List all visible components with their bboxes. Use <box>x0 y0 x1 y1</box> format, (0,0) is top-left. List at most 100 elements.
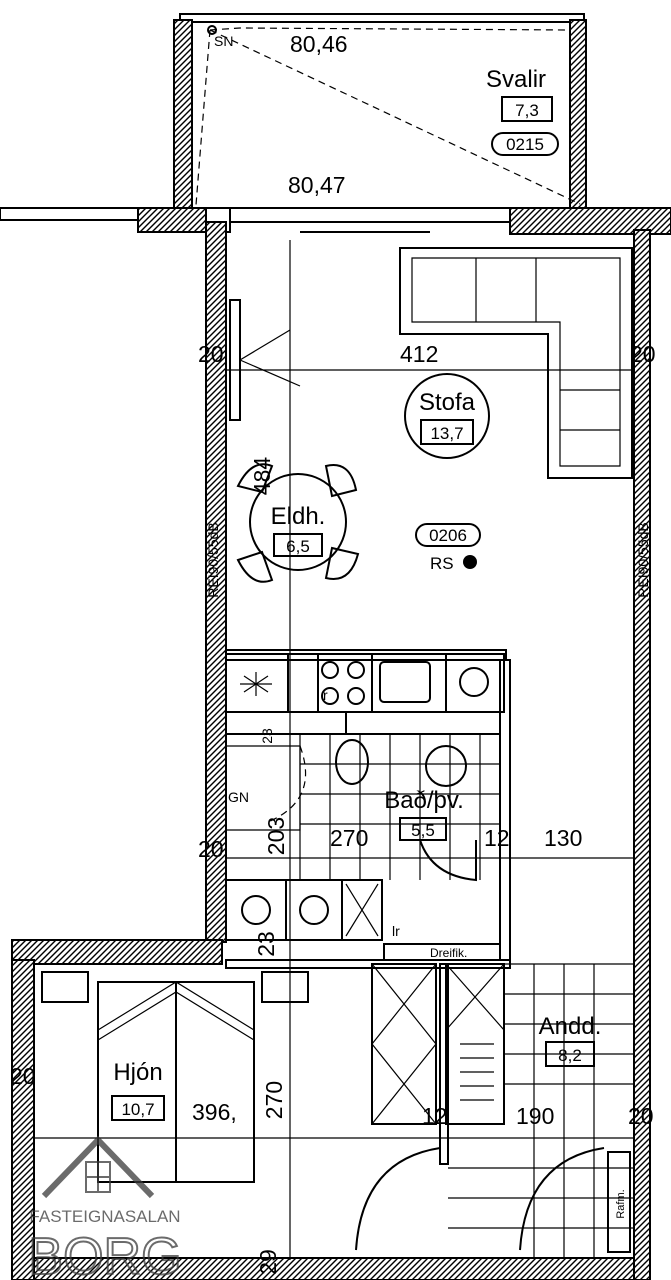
partition-hjon-andd <box>439 963 449 1165</box>
nightstand-right <box>261 971 309 1003</box>
wall-12-b-dimension: 12 <box>422 1103 448 1129</box>
wall-right <box>633 229 651 1280</box>
svalir-area: 7,3 <box>515 101 539 120</box>
chair-icon <box>324 546 360 580</box>
stofa-circle <box>404 373 490 459</box>
wardrobe-left <box>371 963 437 1125</box>
svalir-name: Svalir <box>486 66 546 93</box>
fire-rating-left: REI90/55dB <box>205 522 221 598</box>
balcony-dash-top <box>209 27 571 31</box>
stove-burner-icon <box>347 687 365 705</box>
balcony-right-wall <box>569 19 587 209</box>
watermark: FASTEIGNASALAN BORG <box>27 1135 183 1280</box>
andd-area: 8,2 <box>558 1046 582 1065</box>
smoke-detector-icon <box>463 555 477 569</box>
sn-bath-label: GN <box>228 789 249 805</box>
wall-top-segment-1 <box>137 207 207 233</box>
left-wall-3-dimension: 20 <box>10 1063 36 1089</box>
bathroom <box>226 733 500 882</box>
watermark-line1: FASTEIGNASALAN <box>29 1207 180 1226</box>
bath-depth-dimension: 203 <box>263 817 289 855</box>
wall-23-a-dimension: 23 <box>259 728 275 744</box>
chair-icon <box>324 464 358 498</box>
fridge-icon <box>240 672 272 696</box>
wall-bottom <box>33 1257 635 1280</box>
wardrobes <box>371 963 505 1125</box>
bad-name: Bað/þv. <box>384 787 464 814</box>
kitchen-counter <box>225 653 505 713</box>
balcony-left-wall <box>173 19 193 209</box>
kitchen-upper-strip <box>225 711 347 735</box>
wall-23-b-dimension: 23 <box>253 931 279 957</box>
double-bed <box>41 971 309 1183</box>
house-logo-icon <box>41 1135 155 1199</box>
hjon-depth-dimension: 270 <box>261 1081 287 1119</box>
balcony-dash-diagonal <box>209 29 581 205</box>
entrance-door-swing <box>519 1147 605 1251</box>
left-wall-1-dimension: 20 <box>198 341 224 367</box>
dreifik-label: Dreifik. <box>430 946 467 960</box>
wall-12-a-dimension: 12 <box>484 825 510 851</box>
stofa-depth-dimension: 484 <box>249 457 275 496</box>
bad-area: 5,5 <box>411 821 435 840</box>
eldh-area: 6,5 <box>286 537 310 556</box>
hjon-width-dimension: 396, <box>192 1099 237 1125</box>
balcony-top-dimension: 80,46 <box>290 31 348 57</box>
stofa-code: 0206 <box>429 526 467 545</box>
wardrobe-right <box>445 963 505 1125</box>
stofa-width-dimension: 412 <box>400 341 438 367</box>
electrical-panel <box>607 1151 631 1253</box>
sofa-outline <box>399 247 633 479</box>
eldh-name: Eldh. <box>271 503 326 530</box>
dryer-icon <box>299 895 329 925</box>
hjon-name: Hjón <box>113 1059 162 1086</box>
kitchen <box>225 653 505 735</box>
stove-burner-icon <box>321 661 339 679</box>
left-wall-2-dimension: 20 <box>198 836 224 862</box>
wall-left-lower <box>11 959 35 1280</box>
balcony-bottom-dimension: 80,47 <box>288 172 346 198</box>
wall-top-left-outside <box>0 207 139 221</box>
stofa-area: 13,7 <box>430 424 463 443</box>
laundry <box>225 879 501 961</box>
hjon-door-swing <box>355 1147 441 1251</box>
washing-machine-icon <box>241 895 271 925</box>
toilet-icon <box>335 739 369 785</box>
right-wall-1-dimension: 20 <box>630 341 656 367</box>
kitchen-r-label: r <box>323 687 328 703</box>
sink-icon <box>379 661 431 703</box>
hjon-area: 10,7 <box>121 1100 154 1119</box>
fire-rating-right: REI90/55dB <box>635 522 651 598</box>
svalir-code: 0215 <box>506 135 544 154</box>
stove-burner-icon <box>321 687 339 705</box>
exterior-walls <box>0 207 671 1280</box>
dishwasher-icon <box>459 667 489 697</box>
rs-label: RS <box>430 554 454 573</box>
andd-name: Andd. <box>539 1013 602 1040</box>
bath-tiles <box>299 734 500 880</box>
bath-width-dimension: 270 <box>330 825 368 851</box>
watermark-line2: BORG <box>28 1228 181 1280</box>
entrance-tiles <box>448 963 634 1258</box>
stofa-name: Stofa <box>419 389 476 416</box>
hall-width-dimension: 130 <box>544 825 582 851</box>
distribution-box <box>383 943 501 961</box>
balcony <box>173 13 587 209</box>
right-wall-3-dimension: 20 <box>628 1103 654 1129</box>
washbasin-icon <box>425 745 467 787</box>
wall-hjon-top <box>11 939 223 965</box>
sn-top-label: SN <box>214 33 233 49</box>
table-icon <box>249 473 347 571</box>
shower-area <box>226 745 301 831</box>
cabinet-cross-icon <box>345 883 379 937</box>
dining-table <box>236 463 360 583</box>
chair-icon <box>236 463 274 494</box>
sofa <box>399 247 633 479</box>
andd-width-dimension: 190 <box>516 1103 554 1129</box>
balcony-dash-left <box>195 29 211 206</box>
balcony-drain-icon <box>207 25 217 35</box>
side-window <box>229 299 241 421</box>
bottom-wall-dimension: 29 <box>255 1249 281 1275</box>
bath-door-swing <box>419 839 477 882</box>
